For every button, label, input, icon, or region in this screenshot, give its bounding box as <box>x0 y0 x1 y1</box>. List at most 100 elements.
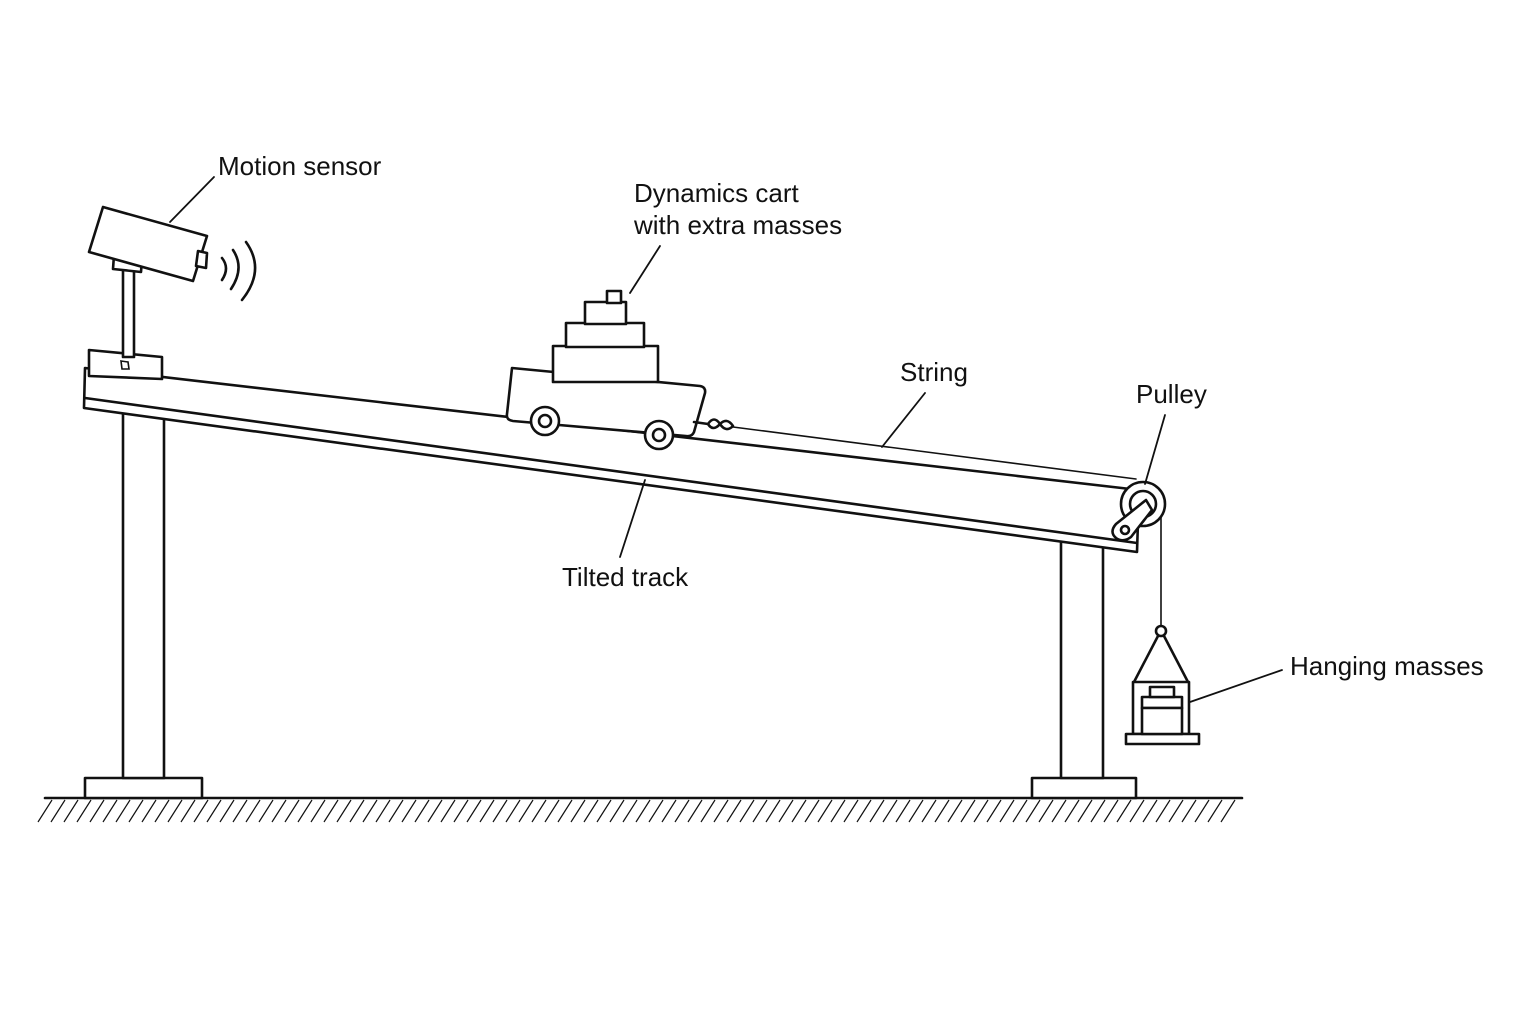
hatch-line <box>1025 799 1041 823</box>
hatch-line <box>297 799 313 823</box>
hatch-line <box>375 799 391 823</box>
hatch-line <box>804 799 820 823</box>
hatch-line <box>1194 799 1210 823</box>
hatch-line <box>206 799 222 823</box>
hatch-line <box>791 799 807 823</box>
hatch-line <box>193 799 209 823</box>
hatch-line <box>349 799 365 823</box>
left-support <box>83 403 204 800</box>
ground-hatching <box>37 799 1236 823</box>
hatch-line <box>245 799 261 823</box>
hatch-line <box>752 799 768 823</box>
tilted-track <box>82 366 1141 554</box>
hatch-line <box>1220 799 1236 823</box>
hatch-line <box>1155 799 1171 823</box>
hatch-line <box>726 799 742 823</box>
hatch-line <box>323 799 339 823</box>
cart-label-line1: Dynamics cart <box>634 178 799 208</box>
hatch-line <box>700 799 716 823</box>
hanging-masses <box>1124 624 1201 746</box>
string-label: String <box>900 357 968 387</box>
hatch-line <box>401 799 417 823</box>
hatch-line <box>115 799 131 823</box>
hatch-line <box>856 799 872 823</box>
hatch-line <box>583 799 599 823</box>
hatch-line <box>479 799 495 823</box>
hatch-line <box>440 799 456 823</box>
hatch-line <box>232 799 248 823</box>
hatch-line <box>648 799 664 823</box>
ultrasonic-waves-icon <box>220 240 257 302</box>
hatch-line <box>596 799 612 823</box>
hatch-line <box>1129 799 1145 823</box>
hatch-line <box>895 799 911 823</box>
hatch-line <box>1168 799 1184 823</box>
hatch-line <box>1051 799 1067 823</box>
hatch-line <box>76 799 92 823</box>
hatch-line <box>37 799 53 823</box>
motion-sensor <box>87 205 209 381</box>
hatch-line <box>427 799 443 823</box>
hatch-line <box>609 799 625 823</box>
hatch-line <box>908 799 924 823</box>
hatch-line <box>570 799 586 823</box>
hatch-line <box>830 799 846 823</box>
hatch-line <box>1142 799 1158 823</box>
hatch-line <box>1103 799 1119 823</box>
hatch-line <box>882 799 898 823</box>
hatch-line <box>1090 799 1106 823</box>
hatch-line <box>271 799 287 823</box>
hatch-line <box>336 799 352 823</box>
hatch-line <box>128 799 144 823</box>
dynamics-cart <box>505 366 735 451</box>
ground <box>37 796 1244 823</box>
hatch-line <box>973 799 989 823</box>
hatch-line <box>999 799 1015 823</box>
hatch-line <box>531 799 547 823</box>
hatch-line <box>466 799 482 823</box>
hatch-line <box>713 799 729 823</box>
hatch-line <box>687 799 703 823</box>
hatch-line <box>557 799 573 823</box>
hatch-line <box>167 799 183 823</box>
hanging-masses-label: Hanging masses <box>1290 651 1484 681</box>
hatch-line <box>635 799 651 823</box>
hatch-line <box>102 799 118 823</box>
hatch-line <box>284 799 300 823</box>
hatch-line <box>843 799 859 823</box>
hatch-line <box>518 799 534 823</box>
hatch-line <box>89 799 105 823</box>
hatch-line <box>960 799 976 823</box>
hatch-line <box>492 799 508 823</box>
hatch-line <box>1181 799 1197 823</box>
right-support <box>1030 538 1138 800</box>
pulley-label: Pulley <box>1136 379 1207 409</box>
leader-lines <box>169 176 1283 703</box>
hatch-line <box>1207 799 1223 823</box>
hatch-line <box>1077 799 1093 823</box>
hatch-line <box>661 799 677 823</box>
hatch-line <box>778 799 794 823</box>
hatch-line <box>544 799 560 823</box>
hatch-line <box>622 799 638 823</box>
hatch-line <box>1064 799 1080 823</box>
motion-sensor-label: Motion sensor <box>218 151 382 181</box>
hatch-line <box>453 799 469 823</box>
hatch-line <box>1116 799 1132 823</box>
hatch-line <box>219 799 235 823</box>
hatch-line <box>310 799 326 823</box>
hatch-line <box>739 799 755 823</box>
hatch-line <box>414 799 430 823</box>
hatch-line <box>817 799 833 823</box>
hatch-line <box>141 799 157 823</box>
hatch-line <box>388 799 404 823</box>
extra-masses <box>551 289 660 384</box>
hatch-line <box>1012 799 1028 823</box>
hatch-line <box>505 799 521 823</box>
tilted-track-label: Tilted track <box>562 562 689 592</box>
hatch-line <box>258 799 274 823</box>
hatch-line <box>674 799 690 823</box>
hatch-line <box>362 799 378 823</box>
cart-label-line2: with extra masses <box>633 210 842 240</box>
